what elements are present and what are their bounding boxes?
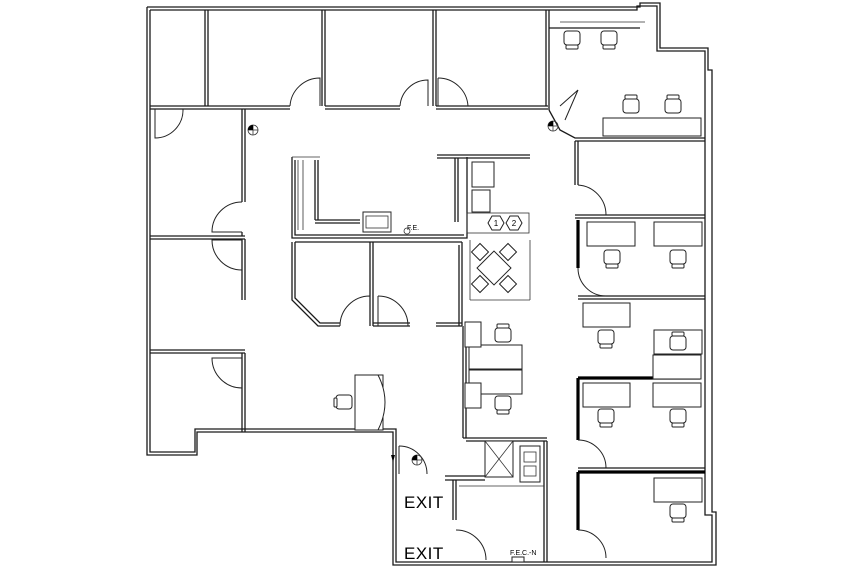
desk xyxy=(602,117,702,137)
equipment-tag-1: 1 xyxy=(494,219,499,228)
fire-alarm-icon xyxy=(411,454,423,466)
top-offices xyxy=(150,10,550,139)
fire-alarm-icon xyxy=(547,120,559,132)
chair xyxy=(600,30,618,50)
equipment-tag-2: 2 xyxy=(512,219,517,228)
chair xyxy=(494,395,512,415)
chair xyxy=(669,503,687,523)
desk xyxy=(652,382,702,408)
chair xyxy=(622,94,640,114)
chair xyxy=(669,249,687,269)
chair xyxy=(669,331,687,351)
break-area xyxy=(469,240,531,301)
exit-sign-icon xyxy=(391,455,395,462)
exterior-walls xyxy=(146,2,717,566)
desk xyxy=(582,382,631,408)
exit-label-lower: EXIT xyxy=(404,544,444,563)
right-wing xyxy=(462,21,705,562)
chair xyxy=(669,408,687,428)
chair xyxy=(333,394,353,410)
exit-corridor xyxy=(398,445,544,563)
chair xyxy=(563,30,581,50)
desk xyxy=(653,221,703,247)
equipment-tags: 1 2 xyxy=(466,212,530,234)
central-core xyxy=(291,154,530,239)
desk xyxy=(468,344,523,370)
printer xyxy=(519,445,541,483)
chair xyxy=(603,249,621,269)
fec-cabinet xyxy=(511,556,525,563)
desk-return xyxy=(464,382,482,409)
exit-label-upper: EXIT xyxy=(404,493,444,512)
fire-extinguisher-label: F.E. xyxy=(407,225,419,232)
desk xyxy=(653,477,703,503)
chair xyxy=(597,408,615,428)
fire-alarm-icon xyxy=(247,124,259,136)
cabinet-top xyxy=(471,161,495,188)
left-offices xyxy=(150,109,246,432)
desks xyxy=(354,117,703,503)
fec-label: F.E.C.-N xyxy=(510,550,536,557)
table xyxy=(476,250,512,286)
chair xyxy=(664,94,682,114)
desk xyxy=(582,302,631,328)
desk xyxy=(586,221,636,247)
chairs xyxy=(333,30,687,523)
desk-return xyxy=(464,321,482,348)
copier xyxy=(362,211,392,233)
elevator-shaft xyxy=(484,440,541,483)
chair xyxy=(494,323,512,343)
chair xyxy=(597,329,615,349)
desk xyxy=(652,354,702,380)
central-rooms xyxy=(291,241,463,327)
cabinet-mid xyxy=(471,189,491,213)
fire-extinguisher-icon xyxy=(403,227,411,235)
